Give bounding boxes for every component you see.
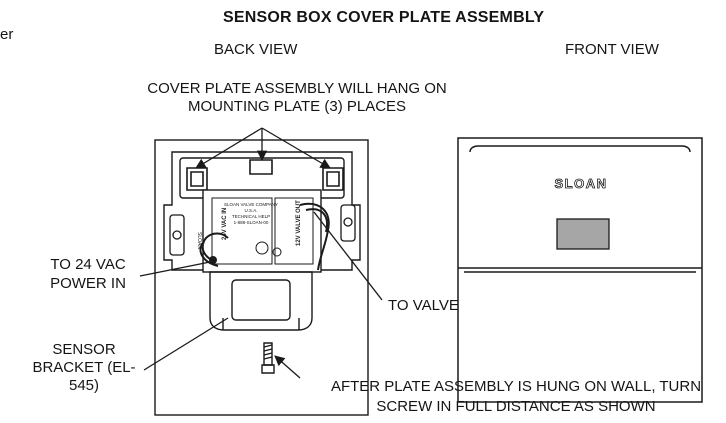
- hang-note-line1: COVER PLATE ASSEMBLY WILL HANG ON: [147, 80, 447, 97]
- ul-mark-icon: [255, 241, 282, 257]
- sensor-callout-line1: SENSOR: [52, 341, 116, 358]
- sensor-callout-line2: BRACKET (EL-: [32, 359, 136, 376]
- power-callout-line1: TO 24 VAC: [50, 256, 126, 273]
- adjusting-screw: [261, 342, 275, 374]
- output-label: 12V VALVE OUT: [296, 200, 302, 246]
- control-box-label: SLOAN VALVE COMPANY U.S.A. TECHNICAL HEL…: [196, 200, 302, 249]
- front-view-label: FRONT VIEW: [565, 41, 659, 58]
- back-view-label: BACK VIEW: [214, 41, 298, 58]
- sensor-callout-line3: 545): [68, 377, 100, 394]
- hanging-slot-center: [249, 159, 273, 175]
- diagram-title: SENSOR BOX COVER PLATE ASSEMBLY: [223, 9, 545, 26]
- front-view-cover: [457, 137, 703, 403]
- valve-callout: TO VALVE: [388, 297, 459, 314]
- power-callout-line2: POWER IN: [50, 275, 126, 292]
- hang-note-line2: MOUNTING PLATE (3) PLACES: [187, 98, 407, 115]
- sensor-window: [556, 218, 610, 250]
- sloan-logo: SLOAN: [555, 176, 608, 191]
- side-bracket-left: [169, 214, 185, 256]
- callout-leaders: [139, 127, 383, 379]
- side-label: SLOAN: [196, 232, 202, 249]
- box-label-line2: U.S.A.: [244, 208, 257, 213]
- power-wires: [199, 232, 229, 267]
- box-label-line1: SLOAN VALVE COMPANY: [224, 202, 278, 207]
- box-label-line3: TECHNICAL HELP: [232, 214, 270, 219]
- hanging-slot-left: [186, 167, 208, 191]
- sensor-bracket: [209, 271, 313, 331]
- edge-text-fragment: er: [0, 26, 14, 43]
- hanging-slot-right: [322, 167, 344, 191]
- screw-note-line1: AFTER PLATE ASSEMBLY IS HUNG ON WALL, TU…: [330, 378, 702, 395]
- box-label-line4: 1-888-SLOAN-00: [234, 220, 269, 225]
- input-label: 24V VAC IN: [222, 208, 228, 240]
- side-bracket-right: [340, 204, 356, 242]
